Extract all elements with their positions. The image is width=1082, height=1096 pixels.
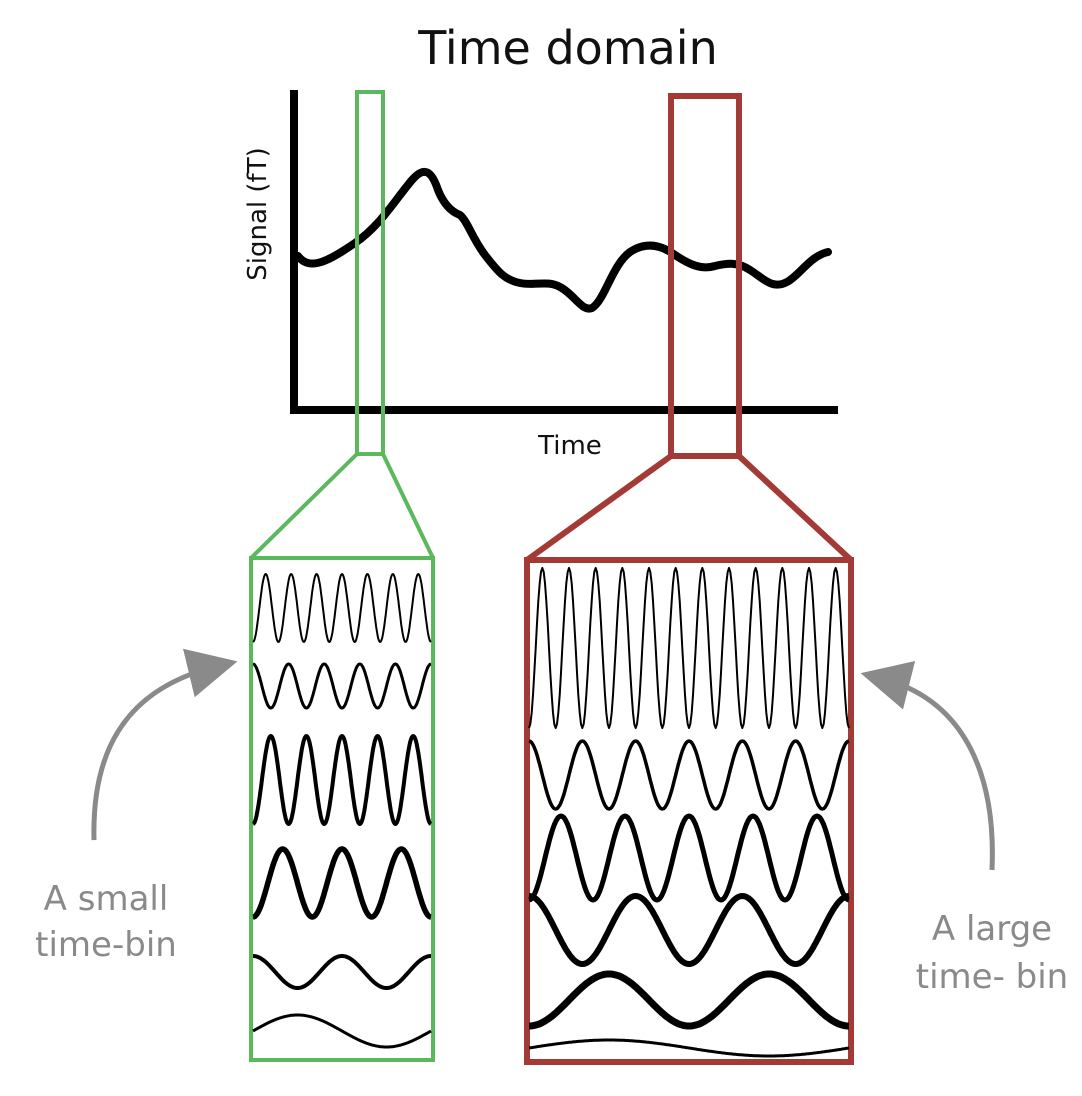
large-bin-wave-1 bbox=[528, 567, 850, 729]
small-bin-connector-right bbox=[381, 453, 435, 559]
large-bin-box bbox=[524, 557, 854, 1065]
small-bin-wave-2 bbox=[252, 662, 432, 710]
large-bin-window bbox=[668, 93, 742, 459]
large-bin-label-line2: time- bin bbox=[916, 957, 1068, 997]
diagram-title: Time domain bbox=[417, 21, 717, 75]
large-bin-label-line1: A large bbox=[932, 909, 1052, 949]
large-bin-connector-left bbox=[525, 453, 673, 563]
small-bin-wave-1 bbox=[252, 573, 432, 643]
large-bin-zoom bbox=[524, 93, 854, 1065]
y-axis-label: Signal (fT) bbox=[243, 147, 273, 280]
small-bin-wave-5 bbox=[251, 954, 433, 990]
small-bin-label-line2: time-bin bbox=[35, 925, 177, 965]
small-bin-wave-3 bbox=[251, 734, 433, 826]
small-bin-connector-left bbox=[249, 452, 359, 560]
small-bin-wave-4 bbox=[251, 846, 433, 920]
large-bin-wave-5 bbox=[527, 970, 851, 1030]
x-axis-label: Time bbox=[537, 431, 602, 461]
small-bin-box bbox=[249, 556, 435, 1062]
large-bin-connector-right bbox=[736, 453, 854, 563]
small-bin-wave-6 bbox=[252, 1013, 432, 1049]
time-signal-curve bbox=[294, 167, 832, 313]
small-bin-zoom bbox=[249, 90, 435, 1062]
small-bin-waves bbox=[251, 573, 433, 1049]
large-bin-wave-4 bbox=[527, 893, 851, 967]
large-bin-waves bbox=[527, 567, 851, 1058]
large-bin-wave-3 bbox=[527, 813, 851, 903]
large-bin-wave-6 bbox=[528, 1038, 850, 1058]
large-bin-wave-2 bbox=[528, 739, 850, 811]
small-bin-window bbox=[355, 90, 385, 456]
signal-plot-axes bbox=[290, 90, 838, 414]
small-bin-arrow bbox=[91, 648, 238, 841]
small-bin-label-line1: A small bbox=[44, 879, 169, 919]
large-bin-arrow bbox=[860, 661, 995, 871]
